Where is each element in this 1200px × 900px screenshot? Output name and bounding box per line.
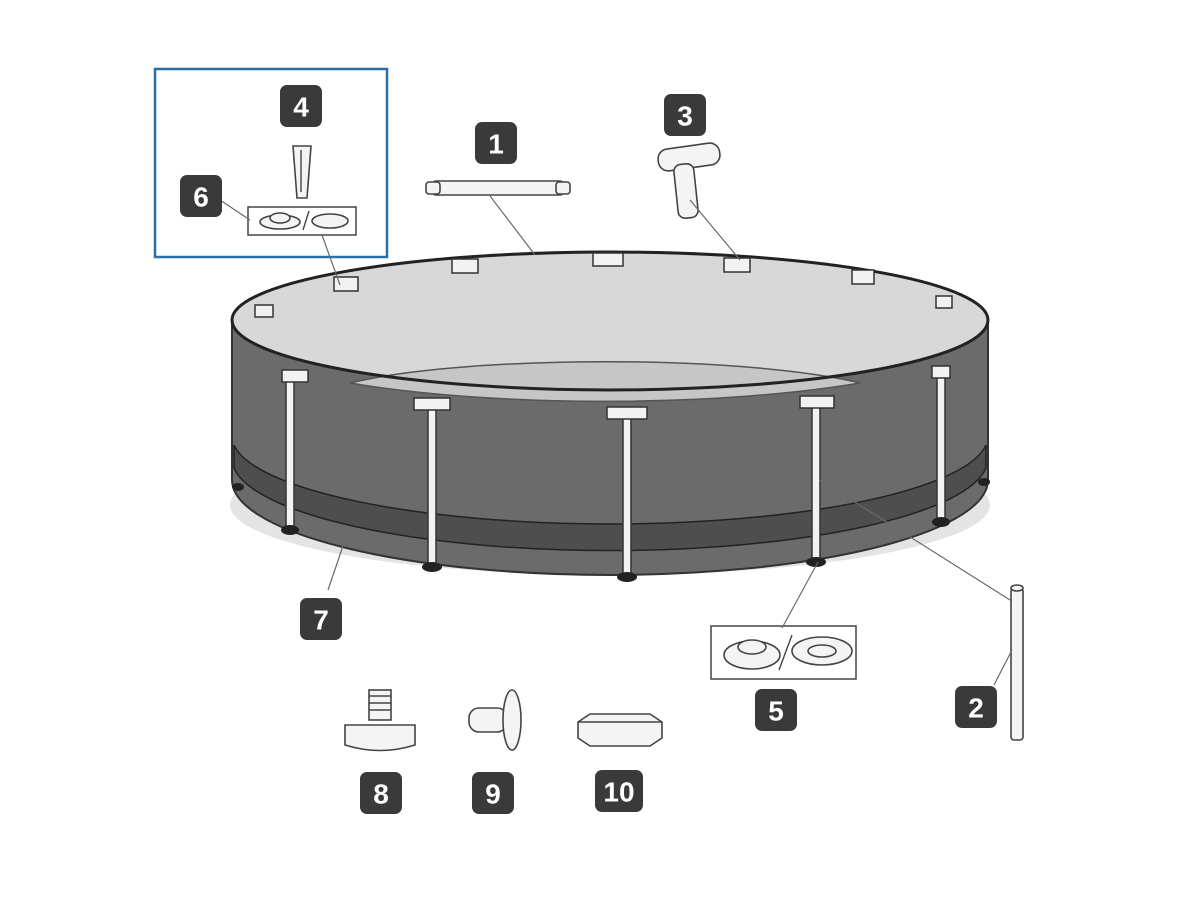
svg-text:5: 5: [768, 696, 784, 727]
svg-text:8: 8: [373, 779, 389, 810]
part-5-foot-caps: [710, 625, 857, 680]
svg-text:2: 2: [968, 693, 984, 724]
svg-text:9: 9: [485, 779, 501, 810]
badge-4: 4: [280, 85, 322, 127]
svg-text:3: 3: [677, 101, 693, 132]
svg-text:10: 10: [603, 777, 634, 808]
badge-5: 5: [755, 689, 797, 731]
badge-2: 2: [955, 686, 997, 728]
svg-text:1: 1: [488, 129, 504, 160]
part-6-caps: [247, 206, 357, 236]
badge-1: 1: [475, 122, 517, 164]
leader-lines: [219, 195, 1013, 686]
pool-illustration: [230, 250, 990, 582]
pool-floor: [349, 360, 861, 403]
part-3-t-connector: [657, 142, 721, 220]
svg-text:7: 7: [313, 605, 329, 636]
badge-7: 7: [300, 598, 342, 640]
badge-3: 3: [664, 94, 706, 136]
part-2-leg: [1010, 584, 1024, 741]
part-8-valve: [344, 689, 416, 752]
part-10-cap: [577, 713, 663, 747]
part-1-top-rail: [425, 180, 571, 196]
svg-text:6: 6: [193, 182, 209, 213]
part-9-plug: [468, 689, 522, 751]
badge-9: 9: [472, 772, 514, 814]
badge-6: 6: [180, 175, 222, 217]
inset-box: [153, 67, 389, 259]
part-4-pin: [292, 145, 312, 199]
badge-10: 10: [595, 770, 643, 812]
svg-text:4: 4: [293, 92, 309, 123]
badge-8: 8: [360, 772, 402, 814]
